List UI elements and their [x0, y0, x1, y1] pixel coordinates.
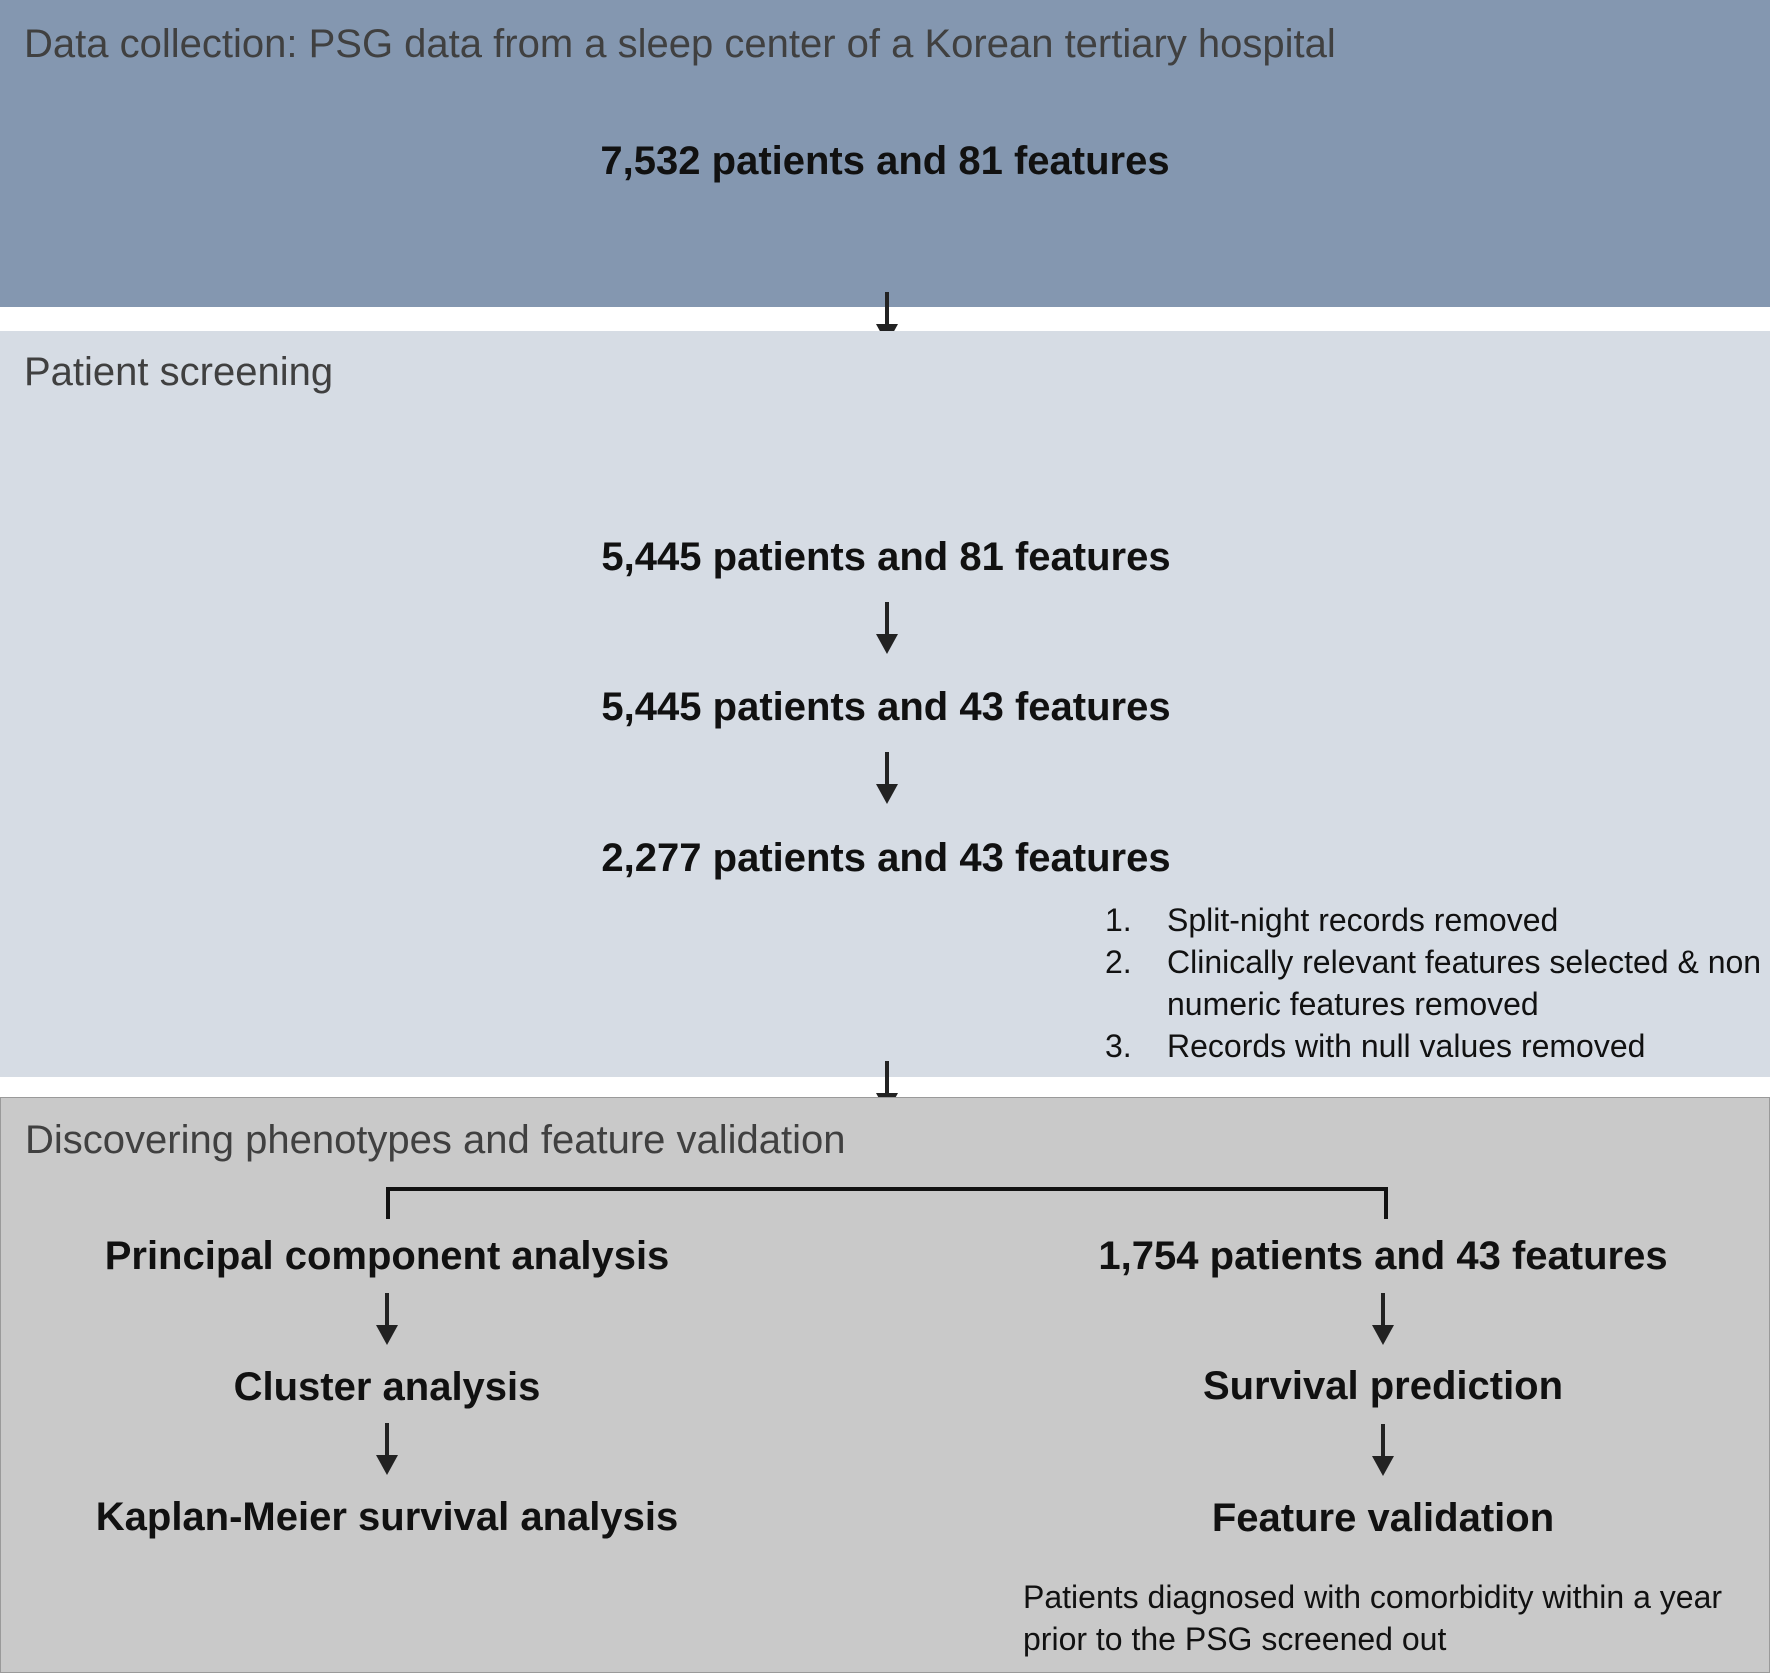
data-collection-section: Data collection: PSG data from a sleep c… [0, 0, 1770, 307]
screening-criteria-list: 1. Split-night records removed 2. Clinic… [1105, 899, 1765, 1067]
criterion-number: 2. [1105, 944, 1132, 980]
right-step-cohort: 1,754 patients and 43 features [1098, 1234, 1668, 1278]
screening-step-2: 5,445 patients and 43 features [601, 685, 1171, 729]
criterion-text: Clinically relevant features selected & … [1167, 944, 1762, 1022]
screening-criterion: 3. Records with null values removed [1105, 1025, 1765, 1067]
patient-screening-section: Patient screening [0, 331, 1770, 1077]
arrow-down-icon [1372, 1293, 1394, 1345]
screening-criterion: 2. Clinically relevant features selected… [1105, 941, 1765, 1025]
criterion-text: Split-night records removed [1167, 902, 1559, 938]
left-step-cluster: Cluster analysis [233, 1365, 541, 1409]
criterion-number: 1. [1105, 902, 1132, 938]
arrow-down-icon [376, 1423, 398, 1475]
criterion-text: Records with null values removed [1167, 1028, 1646, 1064]
screening-criterion: 1. Split-night records removed [1105, 899, 1765, 941]
screening-step-3: 2,277 patients and 43 features [601, 836, 1171, 880]
collection-step: 7,532 patients and 81 features [600, 139, 1170, 183]
screening-step-1: 5,445 patients and 81 features [601, 535, 1171, 579]
patient-screening-title: Patient screening [24, 350, 334, 394]
discovery-title: Discovering phenotypes and feature valid… [25, 1118, 846, 1162]
left-step-km: Kaplan-Meier survival analysis [95, 1495, 679, 1539]
arrow-down-icon [876, 752, 898, 804]
right-step-survival: Survival prediction [1202, 1364, 1564, 1408]
left-step-pca: Principal component analysis [104, 1234, 670, 1278]
right-step-validation: Feature validation [1211, 1496, 1555, 1540]
exclusion-note: Patients diagnosed with comorbidity with… [1023, 1579, 1723, 1657]
arrow-down-icon [376, 1293, 398, 1345]
data-collection-title: Data collection: PSG data from a sleep c… [24, 22, 1336, 66]
criterion-number: 3. [1105, 1028, 1132, 1064]
discovery-section: Discovering phenotypes and feature valid… [0, 1097, 1770, 1673]
branch-bracket [386, 1187, 1388, 1219]
arrow-down-icon [1372, 1424, 1394, 1476]
arrow-down-icon [876, 602, 898, 654]
